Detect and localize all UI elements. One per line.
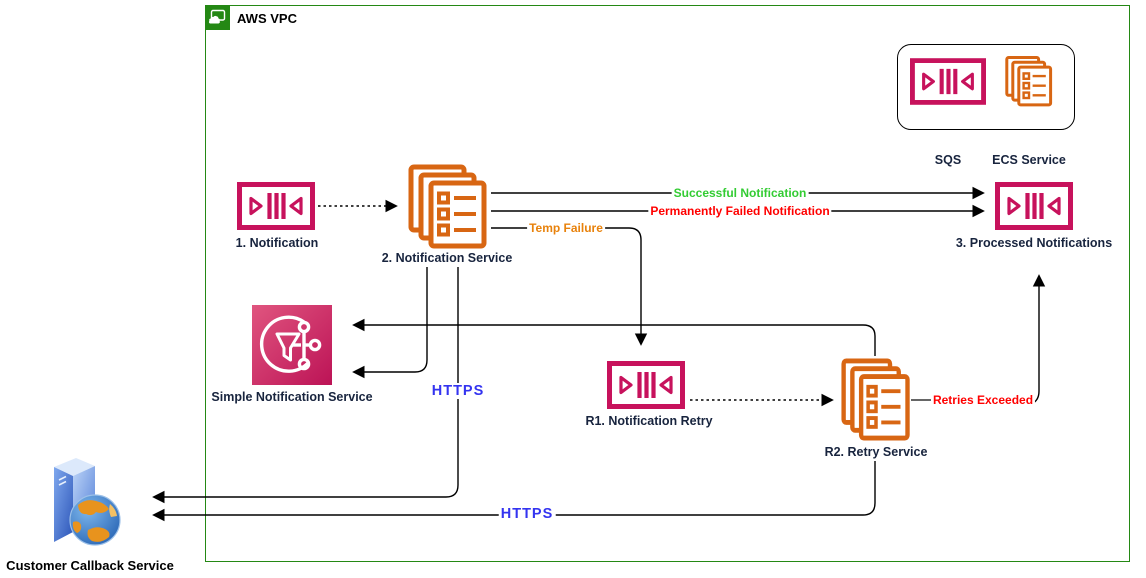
node-sns-label: Simple Notification Service [211,390,373,404]
sqs-queue-icon [910,58,986,105]
legend-sqs-label: SQS [934,153,962,167]
node-processed-notifications-label: 3. Processed Notifications [955,236,1113,250]
node-retry-service-label: R2. Retry Service [824,445,928,459]
sqs-queue-icon [607,361,685,409]
ecs-tasks-icon [408,164,488,250]
server-globe-icon [54,458,121,546]
sqs-queue-icon [237,182,315,230]
node-notification-service-label: 2. Notification Service [381,251,513,265]
edge-label-temp-failure: Temp Failure [527,221,605,235]
sqs-queue-icon [995,182,1073,230]
vpc-cloud-icon [205,5,230,30]
vpc-boundary [205,5,1130,562]
vpc-label: AWS VPC [237,11,297,26]
node-notification-label: 1. Notification [235,236,319,250]
edge-temp-failure [491,227,648,346]
edge-label-successful: Successful Notification [671,186,809,200]
edge-retries-exceeded-to-processed [1030,274,1046,405]
sns-fanout-icon [252,305,332,385]
ecs-tasks-icon [1005,55,1053,108]
edge-retry-service-to-callback-https [152,461,876,522]
edge-label-https-callback: HTTPS [498,506,556,522]
node-notification-retry-label: R1. Notification Retry [585,414,713,428]
node-customer-callback-label: Customer Callback Service [6,558,174,573]
legend-ecs-label: ECS Service [992,153,1066,167]
edge-label-https-sns: HTTPS [429,383,487,399]
edge-service-to-callback-https [152,267,459,504]
edge-retry-service-to-sns [352,318,876,356]
edge-service-to-sns [352,267,428,379]
legend-box: SQS ECS Service [897,44,1075,167]
edge-label-permanently-failed: Permanently Failed Notification [648,204,832,218]
ecs-tasks-icon [841,358,911,442]
edge-label-retries-exceeded: Retries Exceeded [930,393,1036,407]
